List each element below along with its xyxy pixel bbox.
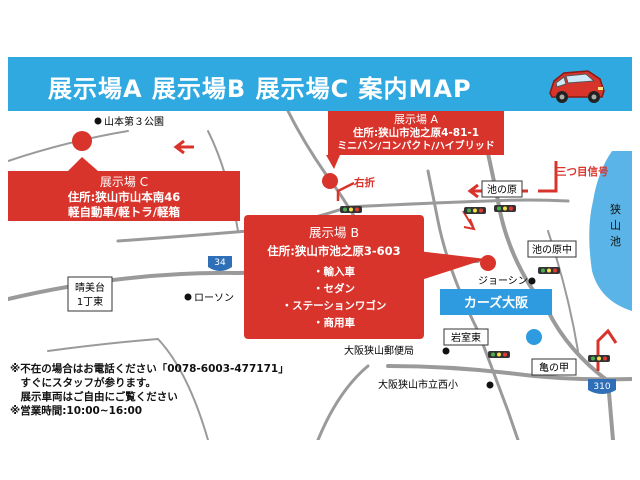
footer-line: ※営業時間:10:00~16:00 xyxy=(10,405,143,417)
showroom-a-category: ミニバン/コンパクト/ハイブリッド xyxy=(337,139,495,152)
showroom-c-name: 展示場 C xyxy=(100,175,148,189)
showroom-b-address: 住所:狭山市池之原3-603 xyxy=(267,244,400,258)
third-signal-label: 三つ目信号 xyxy=(556,165,609,178)
intersection-kamenoko: 亀の甲 xyxy=(531,358,577,376)
svg-text:狭: 狭 xyxy=(610,203,621,216)
svg-text:1丁東: 1丁東 xyxy=(77,295,103,308)
showroom-c-callout: 展示場 C 住所:狭山市山本南46 軽自動車/軽トラ/軽箱 xyxy=(8,131,240,221)
showroom-a-callout: 展示場 A 住所:狭山市池之原4-81-1 ミニバン/コンパクト/ハイブリッド xyxy=(322,111,504,189)
right-turn-label: 右折 xyxy=(353,176,375,189)
showroom-c-category: 軽自動車/軽トラ/軽箱 xyxy=(68,205,180,219)
route-34-sign: 34 xyxy=(208,256,232,271)
traffic-signal-icon xyxy=(340,206,362,213)
route-map: 34 310 展示場 C 住所:狭山市山本南46 軽自動車/軽トラ/軽箱 展示場… xyxy=(8,111,632,440)
traffic-signal-icon xyxy=(488,351,510,358)
svg-text:池: 池 xyxy=(610,235,621,248)
showroom-b-item: ・セダン xyxy=(313,282,355,295)
svg-text:ローソン: ローソン xyxy=(194,293,234,304)
intersection-ikenohara: 池の原 xyxy=(481,180,523,198)
svg-text:山本第３公園: 山本第３公園 xyxy=(104,115,164,128)
footer-line: すぐにスタッフが参ります。 xyxy=(10,377,156,389)
showroom-a-name: 展示場 A xyxy=(394,113,438,126)
landmark-school: 大阪狭山市立西小 xyxy=(378,378,494,391)
arrow-icon xyxy=(173,139,194,155)
page-title: 展示場A 展示場B 展示場C 案内MAP xyxy=(48,75,472,103)
svg-text:カーズ大阪: カーズ大阪 xyxy=(464,295,529,311)
svg-text:大阪狭山市立西小: 大阪狭山市立西小 xyxy=(378,378,458,391)
landmark-post-office: 大阪狭山郵便局 xyxy=(344,344,450,357)
svg-text:亀の甲: 亀の甲 xyxy=(539,361,569,374)
landmark-joshin: ジョーシン xyxy=(478,276,536,287)
svg-text:山: 山 xyxy=(610,219,621,232)
showroom-b-item: ・輸入車 xyxy=(313,265,355,278)
svg-text:34: 34 xyxy=(214,258,226,268)
right-turn-arrow-icon xyxy=(336,181,355,201)
showroom-a-address: 住所:狭山市池之原4-81-1 xyxy=(353,126,479,139)
entry-arrow-icon xyxy=(596,328,618,371)
svg-text:ジョーシン: ジョーシン xyxy=(478,276,528,287)
showroom-b-item: ・ステーションワゴン xyxy=(282,299,387,312)
down-arrow-icon xyxy=(462,210,476,231)
svg-text:晴美台: 晴美台 xyxy=(75,281,105,294)
route-310-sign: 310 xyxy=(588,379,616,394)
svg-text:池の原: 池の原 xyxy=(487,183,517,196)
car-icon xyxy=(549,70,605,103)
landmark-park: 山本第３公園 xyxy=(94,115,164,128)
footer-line: 展示車両はご自由にご覧ください xyxy=(10,391,178,403)
intersection-ikenohara-naka: 池の原中 xyxy=(527,240,577,258)
lake-shape xyxy=(589,151,632,311)
svg-text:岩室東: 岩室東 xyxy=(451,331,481,344)
footer-line: ※不在の場合はお電話ください「0078-6003-477171」 xyxy=(10,363,289,375)
showroom-b-callout: 展示場 B 住所:狭山市池之原3-603 ・輸入車 ・セダン ・ステーションワゴ… xyxy=(244,215,496,339)
svg-text:310: 310 xyxy=(593,382,610,392)
intersection-iwamuro-higashi: 岩室東 xyxy=(443,328,489,346)
traffic-signal-icon xyxy=(464,207,486,214)
svg-text:池の原中: 池の原中 xyxy=(532,243,572,256)
traffic-signal-icon xyxy=(494,205,516,212)
intersection-seibidai: 晴美台 1丁東 xyxy=(67,276,113,312)
showroom-b-name: 展示場 B xyxy=(309,225,359,240)
svg-text:大阪狭山郵便局: 大阪狭山郵便局 xyxy=(344,344,414,357)
map-header: 展示場A 展示場B 展示場C 案内MAP xyxy=(8,57,632,111)
traffic-signal-icon xyxy=(588,355,610,362)
showroom-c-address: 住所:狭山市山本南46 xyxy=(68,190,181,204)
cars-osaka-badge: カーズ大阪 xyxy=(440,289,552,345)
showroom-b-item: ・商用車 xyxy=(313,316,355,329)
landmark-lawson: ローソン xyxy=(184,293,234,304)
landmark-lake: 狭 山 池 xyxy=(610,203,621,248)
traffic-signal-icon xyxy=(538,267,560,274)
footer-notes: ※不在の場合はお電話ください「0078-6003-477171」 すぐにスタッフ… xyxy=(10,362,289,418)
